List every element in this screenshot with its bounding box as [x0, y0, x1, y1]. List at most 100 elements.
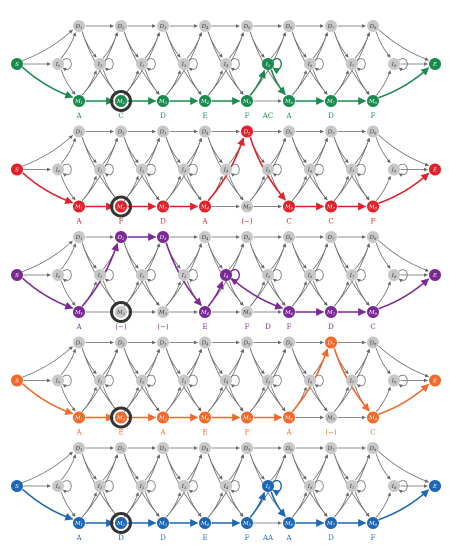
transition-edge	[207, 31, 223, 58]
match-node: M1	[73, 517, 85, 529]
node-letter: I6	[307, 168, 313, 174]
transition-edge	[144, 243, 161, 270]
sequence-label: (−)	[241, 218, 253, 226]
node-letter: D5	[243, 130, 251, 136]
transition-edge	[144, 454, 161, 481]
node-letter: I1	[97, 273, 102, 279]
node-letter: M8	[368, 205, 378, 211]
delete-node: D2	[115, 20, 127, 32]
node-letter: M7	[326, 205, 336, 211]
transition-edge	[354, 243, 371, 270]
node-letter: M1	[74, 416, 83, 422]
node-letter: I1	[97, 379, 102, 385]
transition-edge	[228, 280, 244, 306]
transition-edge	[186, 32, 203, 59]
insert-self-loop	[356, 58, 366, 72]
insert-node: I7	[346, 163, 358, 176]
node-letter: D6	[285, 24, 293, 30]
node-letter: M5	[242, 205, 252, 211]
node-letter: M6	[284, 310, 294, 316]
node-letter: D3	[159, 235, 167, 241]
insert-node: I4	[220, 269, 232, 281]
insert-self-loop	[230, 163, 240, 177]
insert-self-loop	[356, 163, 366, 177]
node-letter: I2	[139, 379, 145, 385]
insert-self-loop	[62, 480, 72, 494]
delete-node: D8	[367, 231, 379, 243]
delete-node: D2	[115, 125, 127, 138]
match-node: M6	[283, 306, 295, 318]
delete-node: D2	[115, 231, 127, 243]
match-node: M7	[325, 200, 337, 213]
insert-node: I3	[178, 58, 190, 70]
path-edge	[22, 488, 74, 521]
transition-edge	[378, 240, 429, 272]
insert-self-loop	[188, 480, 198, 494]
match-node: M2	[115, 306, 127, 318]
node-letter: M2	[116, 99, 126, 105]
insert-node: I6	[304, 269, 316, 281]
transition-edge	[378, 345, 429, 378]
transition-edge	[165, 137, 181, 164]
match-node: M4	[199, 306, 211, 318]
highlight-ring	[110, 90, 132, 112]
transition-edge	[207, 70, 223, 96]
node-letter: D7	[327, 341, 335, 347]
insert-self-loop	[356, 480, 366, 494]
sequence-label: F	[371, 218, 376, 226]
insert-self-loop	[398, 163, 408, 177]
match-node: M6	[283, 517, 295, 529]
transition-edge	[186, 69, 202, 95]
insert-self-loop	[272, 269, 282, 283]
transition-edge	[228, 243, 245, 270]
path-edge	[270, 69, 286, 96]
node-letter: I1	[97, 168, 102, 174]
transition-edge	[186, 137, 203, 165]
match-node: M1	[73, 95, 85, 107]
node-letter: I1	[97, 62, 102, 68]
transition-edge	[22, 135, 73, 167]
insert-node: I5	[262, 163, 274, 176]
insert-self-loop	[104, 58, 114, 72]
node-letter: I8	[391, 62, 397, 68]
insert-node: I1	[94, 58, 106, 70]
match-node: M7	[325, 411, 337, 424]
node-letter: E	[432, 62, 437, 68]
insert-node: I5	[262, 58, 274, 70]
transition-edge	[270, 137, 287, 165]
match-node: M6	[283, 411, 295, 424]
transition-edge	[312, 175, 328, 201]
transition-edge	[144, 137, 161, 165]
node-letter: M2	[116, 205, 126, 211]
transition-edge	[375, 453, 391, 480]
transition-edge	[249, 242, 265, 269]
insert-node: I5	[262, 269, 274, 281]
delete-node: D5	[241, 336, 253, 349]
delete-node: D5	[241, 442, 253, 454]
delete-node: D6	[283, 336, 295, 349]
sequence-label: F	[119, 218, 124, 226]
match-node: M3	[157, 306, 169, 318]
delete-node: D3	[157, 231, 169, 243]
transition-edge	[291, 281, 307, 307]
delete-node: D4	[199, 125, 211, 138]
node-letter: I0	[55, 379, 61, 385]
delete-node: D5	[241, 231, 253, 243]
node-letter: I6	[307, 484, 313, 490]
transition-edge	[228, 491, 244, 517]
sequence-label: F	[371, 112, 376, 120]
node-letter: D3	[159, 446, 167, 452]
insert-node: I7	[346, 58, 358, 70]
insert-node: I2	[136, 480, 148, 492]
node-letter: I4	[223, 168, 229, 174]
insert-self-loop	[104, 269, 114, 283]
transition-edge	[354, 454, 371, 481]
node-letter: D8	[369, 130, 377, 136]
sequence-label: D	[328, 112, 334, 120]
insert-self-loop	[230, 480, 240, 494]
transition-edge	[375, 175, 391, 202]
match-node: M8	[367, 517, 379, 529]
insert-self-loop	[272, 479, 282, 497]
